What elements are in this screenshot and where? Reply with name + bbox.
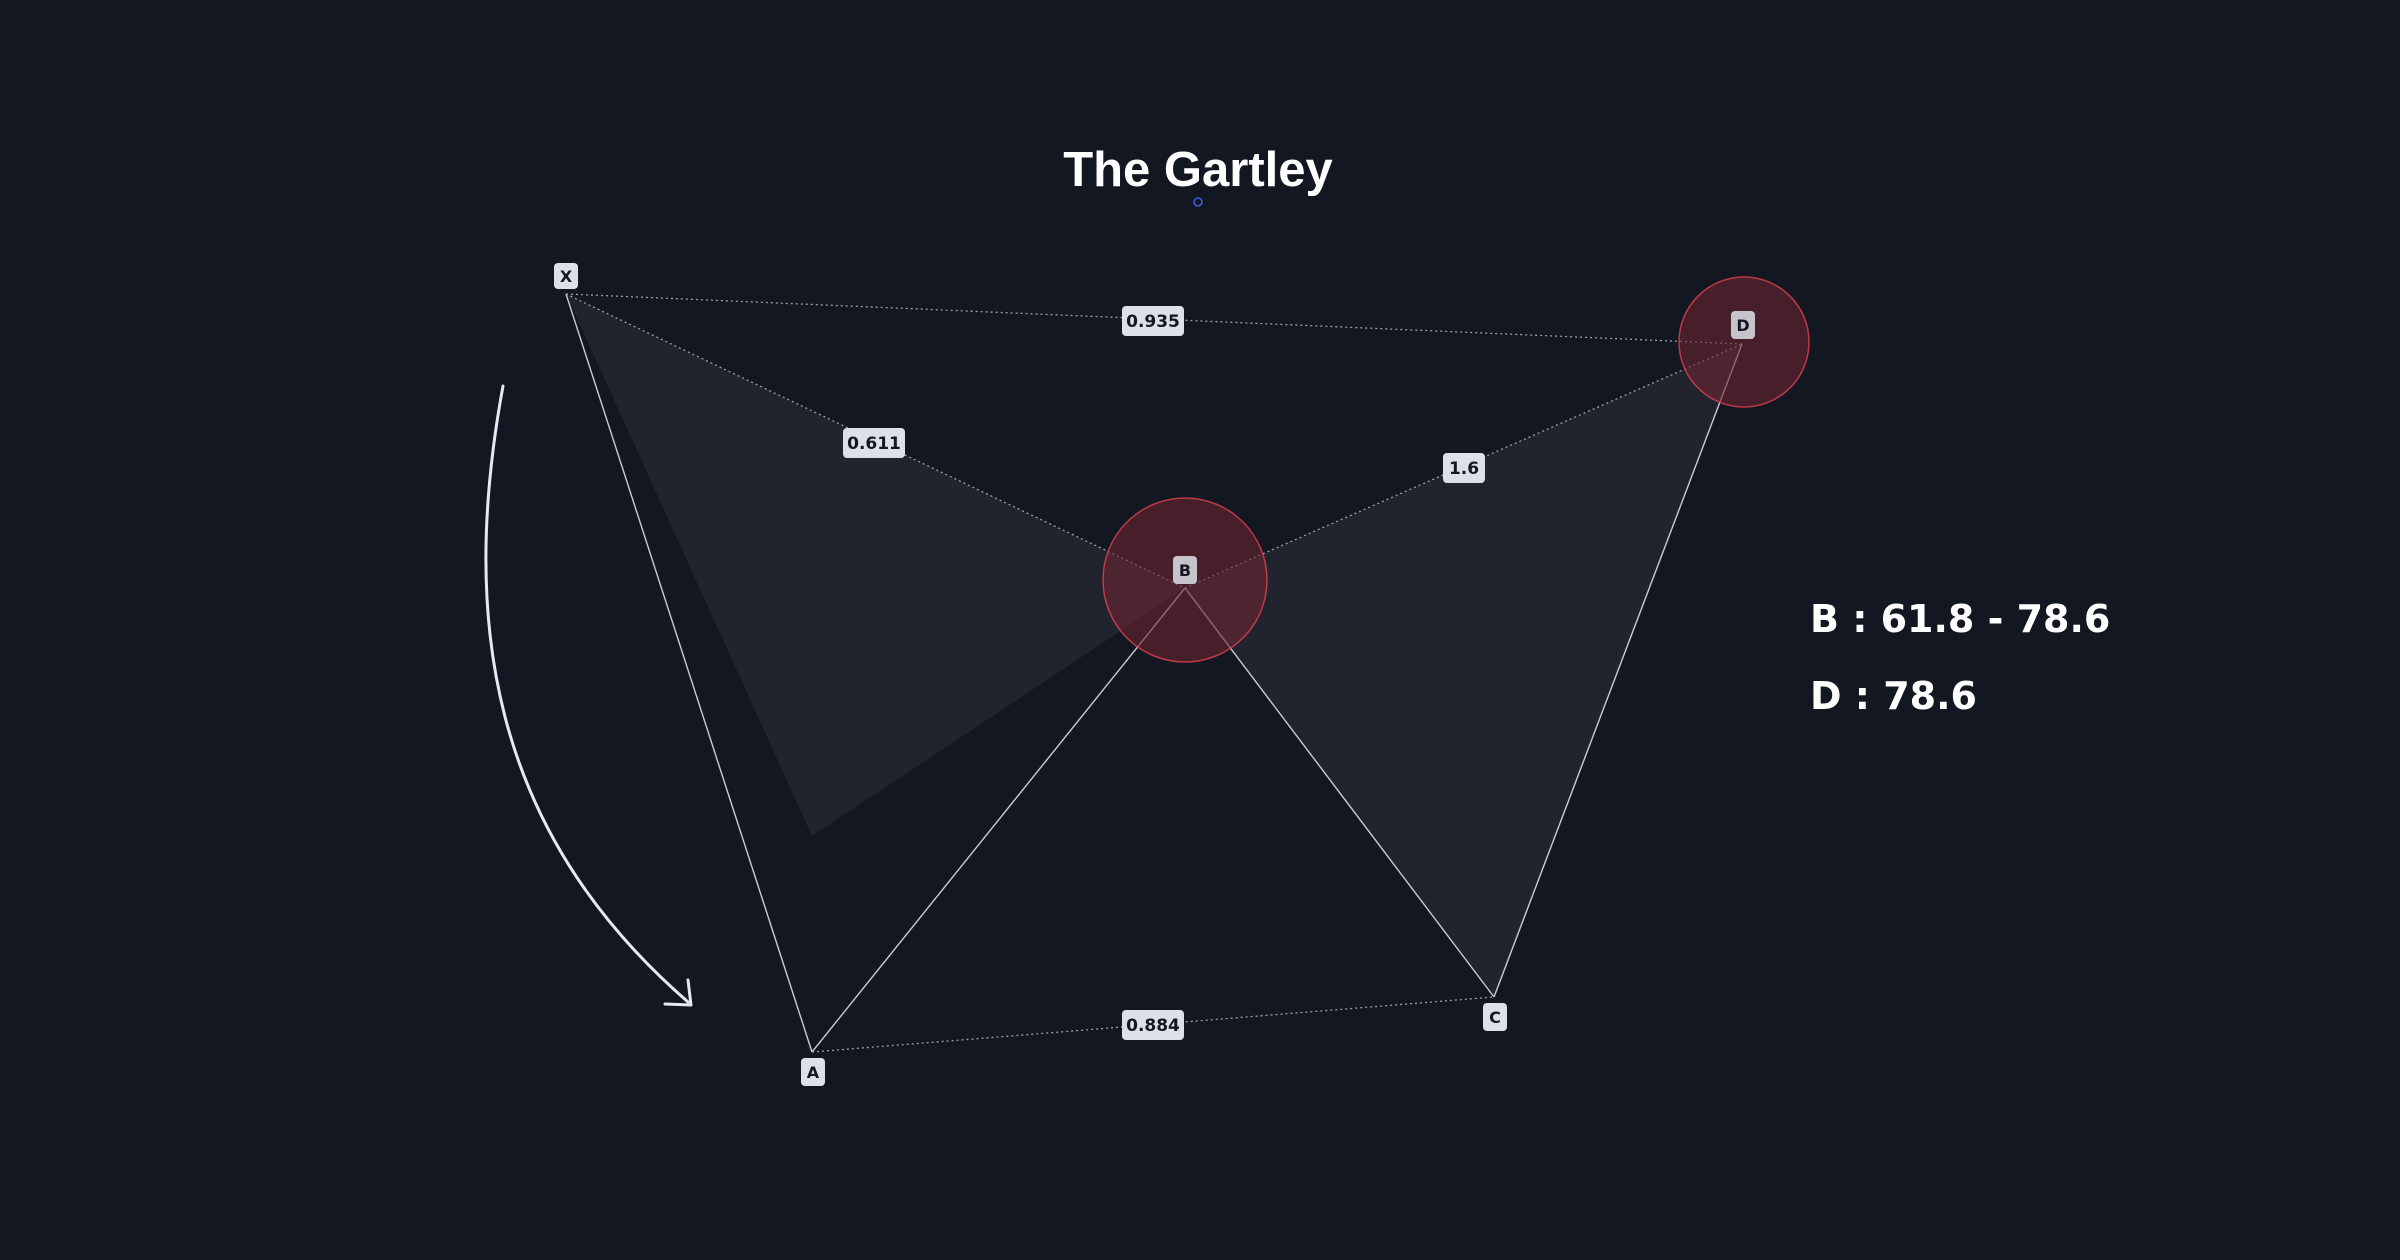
- ratio-label-ac[interactable]: 0.884: [1122, 1010, 1184, 1040]
- point-label-d[interactable]: D: [1731, 311, 1755, 339]
- pattern-legs: [565, 293, 1743, 1053]
- ratio-xd-text: 0.935: [1126, 312, 1180, 332]
- ratio-label-bd[interactable]: 1.6: [1443, 453, 1485, 483]
- ratio-line-bd: [1184, 343, 1743, 589]
- xab-triangle: [566, 294, 1185, 836]
- ratio-lines: [565, 293, 1743, 1053]
- ratio-line-xd: [565, 293, 1743, 345]
- point-label-x[interactable]: X: [554, 263, 578, 289]
- point-label-b[interactable]: B: [1173, 556, 1197, 584]
- leg-xa: [565, 293, 813, 1053]
- ratio-bd-text: 1.6: [1449, 459, 1479, 479]
- d-level-note: D : 78.6: [1810, 674, 1977, 718]
- ratio-line-xb: [565, 293, 1186, 589]
- point-x-text: X: [560, 267, 573, 286]
- bcd-triangle: [1185, 344, 1742, 997]
- leg-ab: [811, 587, 1186, 1053]
- d-reversal-zone[interactable]: [1678, 276, 1810, 408]
- point-d-text: D: [1736, 316, 1749, 335]
- ratio-label-xb[interactable]: 0.611: [843, 428, 905, 458]
- ratio-line-ac: [811, 996, 1495, 1053]
- curved-arrow-down-right-icon: [484, 384, 693, 1007]
- anchor-dot-icon[interactable]: [1193, 197, 1203, 207]
- b-range-note: B : 61.8 - 78.6: [1810, 597, 2110, 641]
- leg-bc: [1184, 587, 1495, 998]
- ratio-label-xd[interactable]: 0.935: [1122, 306, 1184, 336]
- page-title: The Gartley: [1063, 143, 1333, 197]
- point-a-text: A: [807, 1063, 820, 1082]
- point-b-text: B: [1179, 561, 1191, 580]
- ratio-ac-text: 0.884: [1126, 1016, 1180, 1036]
- ratio-xb-text: 0.611: [847, 434, 901, 454]
- point-c-text: C: [1489, 1008, 1501, 1027]
- point-label-c[interactable]: C: [1483, 1003, 1507, 1031]
- leg-cd: [1493, 343, 1743, 998]
- point-label-a[interactable]: A: [801, 1058, 825, 1086]
